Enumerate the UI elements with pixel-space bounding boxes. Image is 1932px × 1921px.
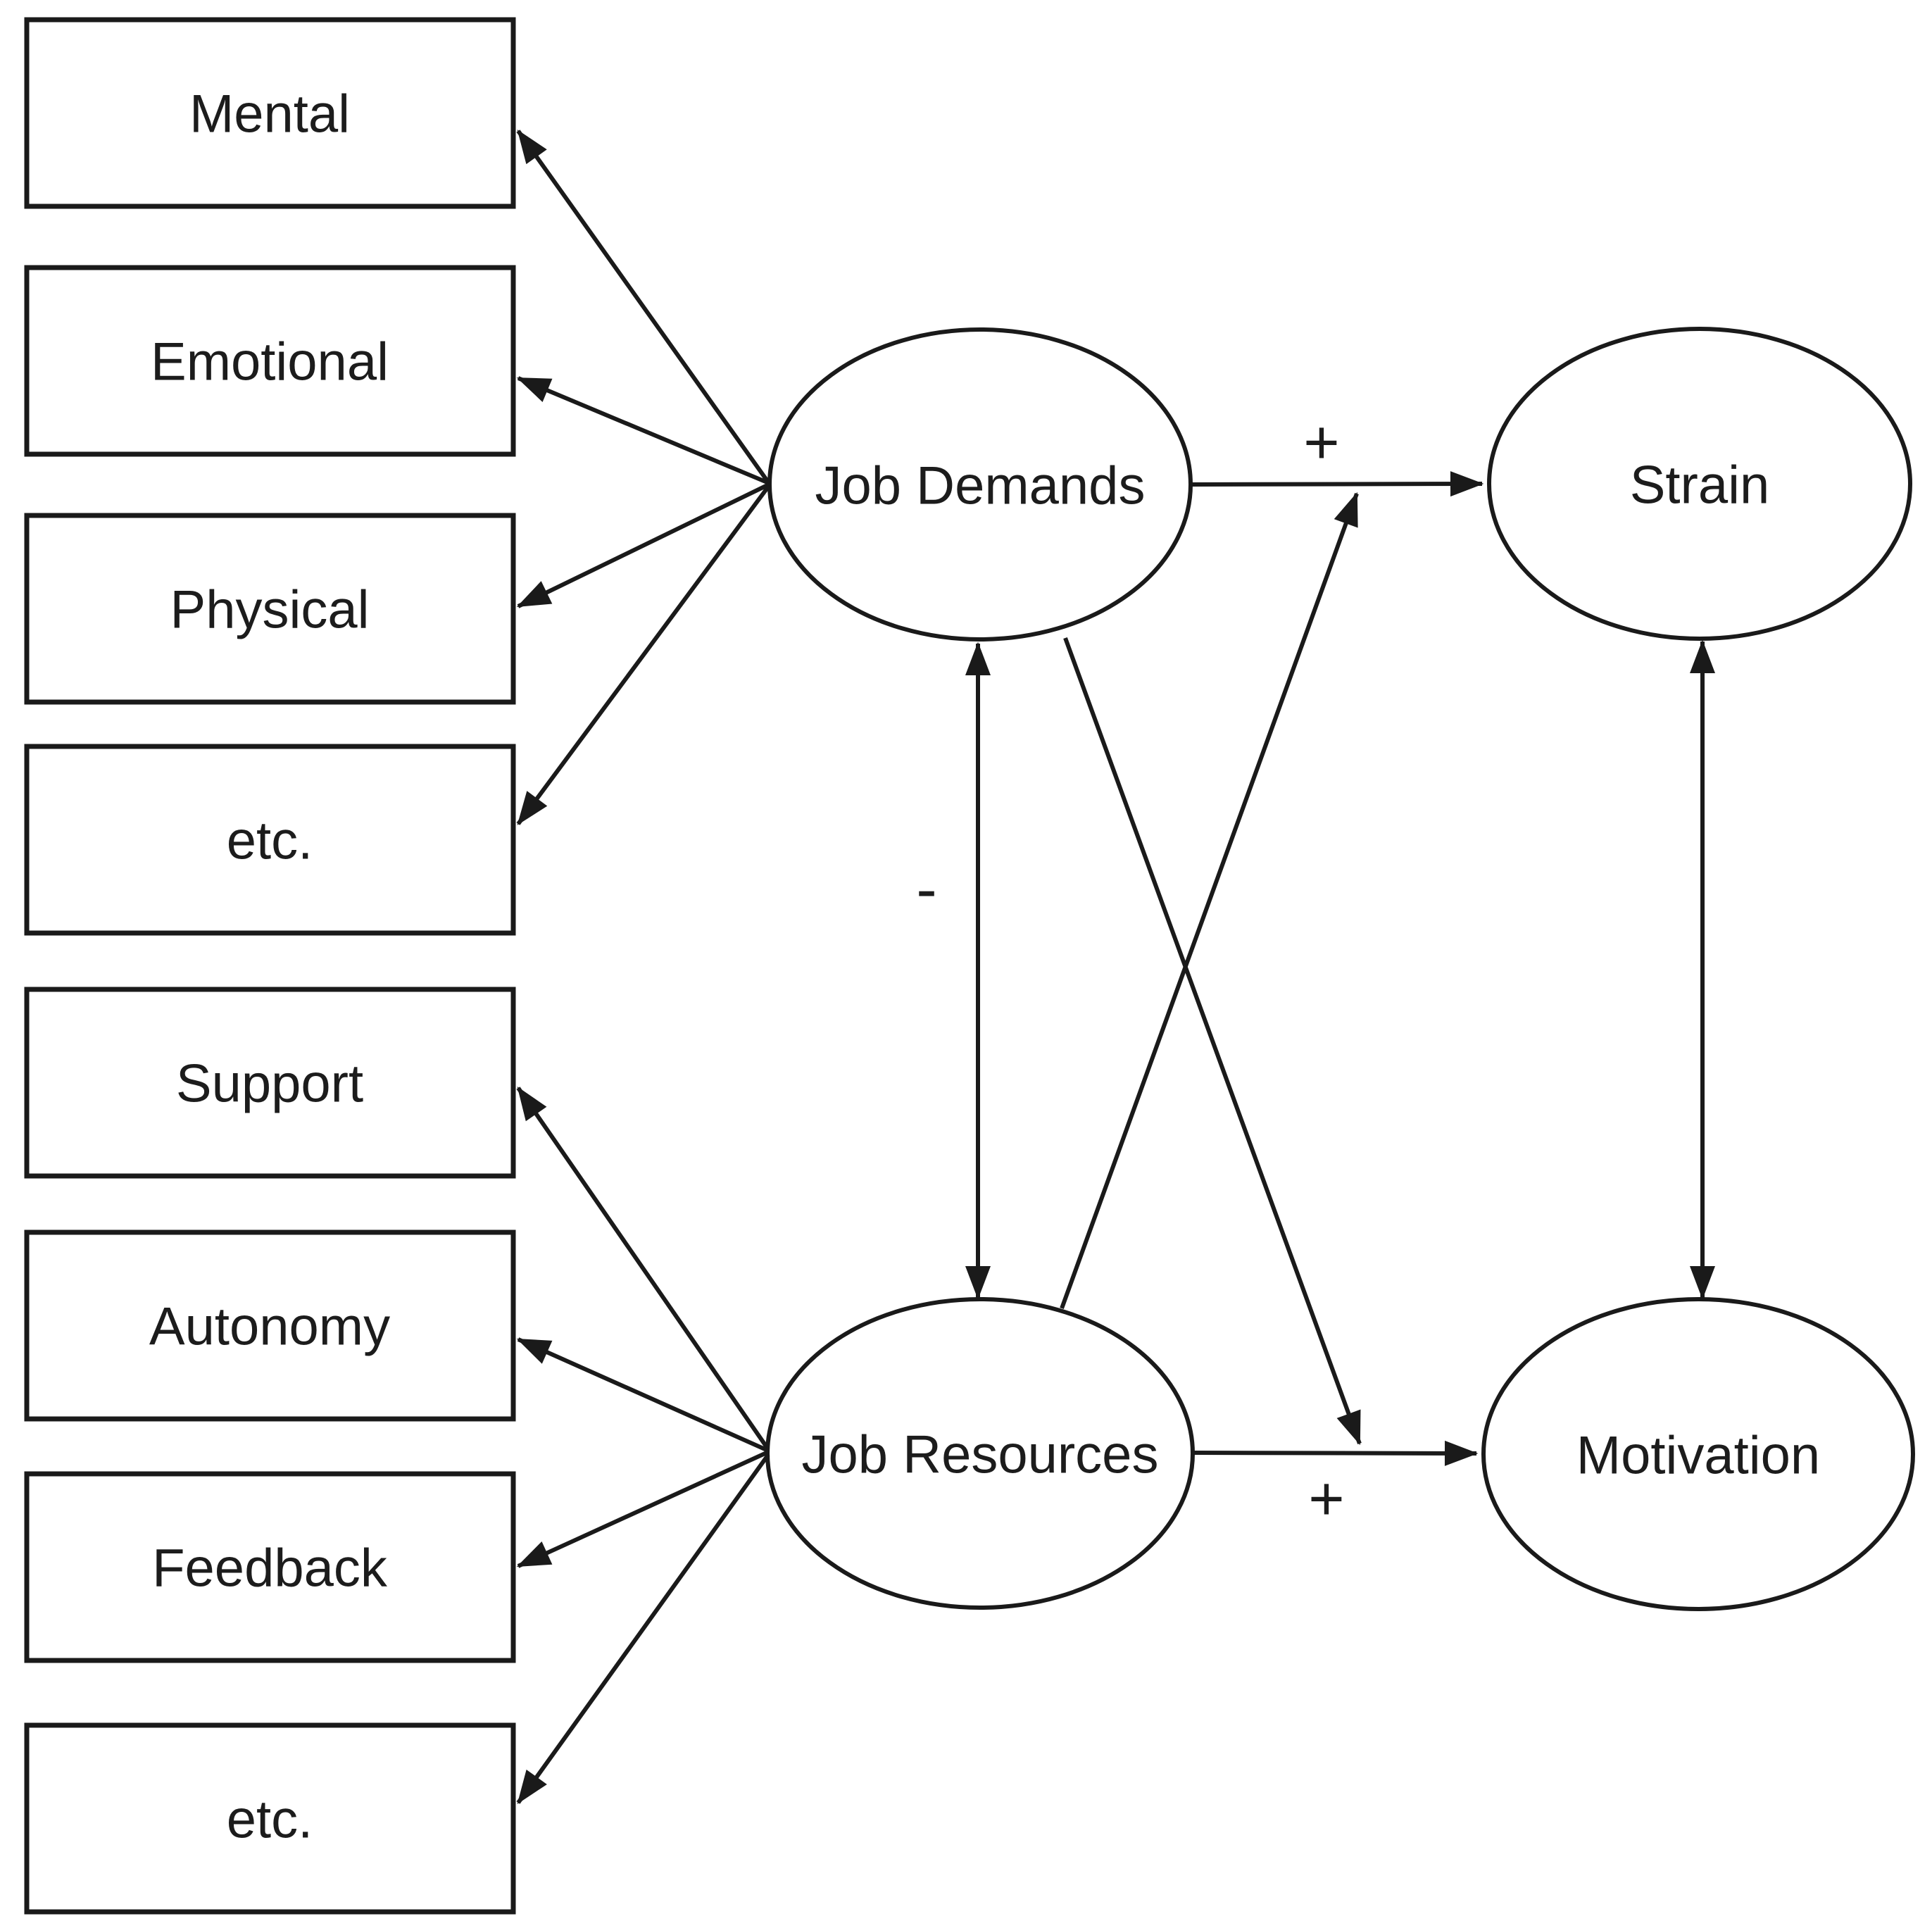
resource-indicator-boxes: Support Autonomy Feedback etc.	[24, 987, 516, 1915]
latent-motivation: Motivation	[1481, 1297, 1915, 1611]
indicator-box-physical: Physical	[24, 513, 516, 705]
indicator-box	[24, 987, 516, 1179]
indicator-box-feedback: Feedback	[24, 1471, 516, 1663]
loading-arrow-demands-emotional	[516, 376, 770, 485]
indicator-box-emotional: Emotional	[24, 265, 516, 457]
latent-label: Motivation	[1576, 1426, 1820, 1486]
loading-arrow-resources-support	[516, 1087, 770, 1451]
indicator-box-demands-etc: etc.	[24, 744, 516, 936]
indicator-label: Feedback	[152, 1539, 388, 1598]
indicator-box	[24, 1471, 516, 1663]
indicator-box-autonomy: Autonomy	[24, 1229, 516, 1422]
indicator-box	[24, 513, 516, 705]
resource-loading-arrows	[516, 1087, 770, 1804]
latent-job-demands: Job Demands	[767, 327, 1193, 642]
sign-plus-resources-motivation: +	[1308, 1464, 1344, 1534]
sign-plus-demands-strain: +	[1303, 408, 1339, 477]
indicator-box-support: Support	[24, 987, 516, 1179]
indicator-box-mental: Mental	[24, 17, 516, 209]
indicator-box	[24, 744, 516, 936]
latent-strain-ellipse	[1487, 327, 1912, 641]
sign-minus-demands-resources: -	[916, 854, 936, 924]
indicator-label: Mental	[189, 85, 350, 144]
loading-arrow-resources-etc	[516, 1453, 770, 1804]
indicator-label: Physical	[170, 580, 370, 640]
latent-job-resources: Job Resources	[765, 1297, 1195, 1610]
loading-arrow-demands-mental	[516, 130, 771, 484]
loading-arrow-demands-etc	[516, 484, 771, 825]
indicator-label: Emotional	[151, 332, 389, 392]
indicator-box	[24, 265, 516, 457]
indicator-box	[24, 1722, 516, 1915]
latent-label: Job Resources	[802, 1425, 1159, 1485]
loading-arrow-resources-autonomy	[516, 1337, 770, 1453]
indicator-label: etc.	[227, 1790, 313, 1850]
structural-paths	[965, 471, 1716, 1466]
indicator-label: Support	[176, 1054, 363, 1114]
interaction-resources-on-demands-strain-path	[1060, 492, 1359, 1310]
path-sign-labels: + + -	[916, 408, 1344, 1534]
indicator-label: etc.	[227, 811, 313, 871]
loading-arrow-resources-feedback	[516, 1450, 770, 1568]
loading-arrow-demands-physical	[516, 482, 770, 608]
interaction-demands-on-resources-motivation-path	[1063, 637, 1362, 1446]
demand-loading-arrows	[516, 130, 771, 825]
indicator-label: Autonomy	[149, 1297, 390, 1357]
indicator-box	[24, 17, 516, 209]
demand-indicator-boxes: Mental Emotional Physical etc.	[24, 17, 516, 936]
latent-label: Job Demands	[815, 456, 1146, 516]
latent-strain: Strain	[1487, 327, 1912, 641]
indicator-box-resources-etc: etc.	[24, 1722, 516, 1915]
indicator-box	[24, 1229, 516, 1422]
latent-label: Strain	[1630, 456, 1770, 515]
